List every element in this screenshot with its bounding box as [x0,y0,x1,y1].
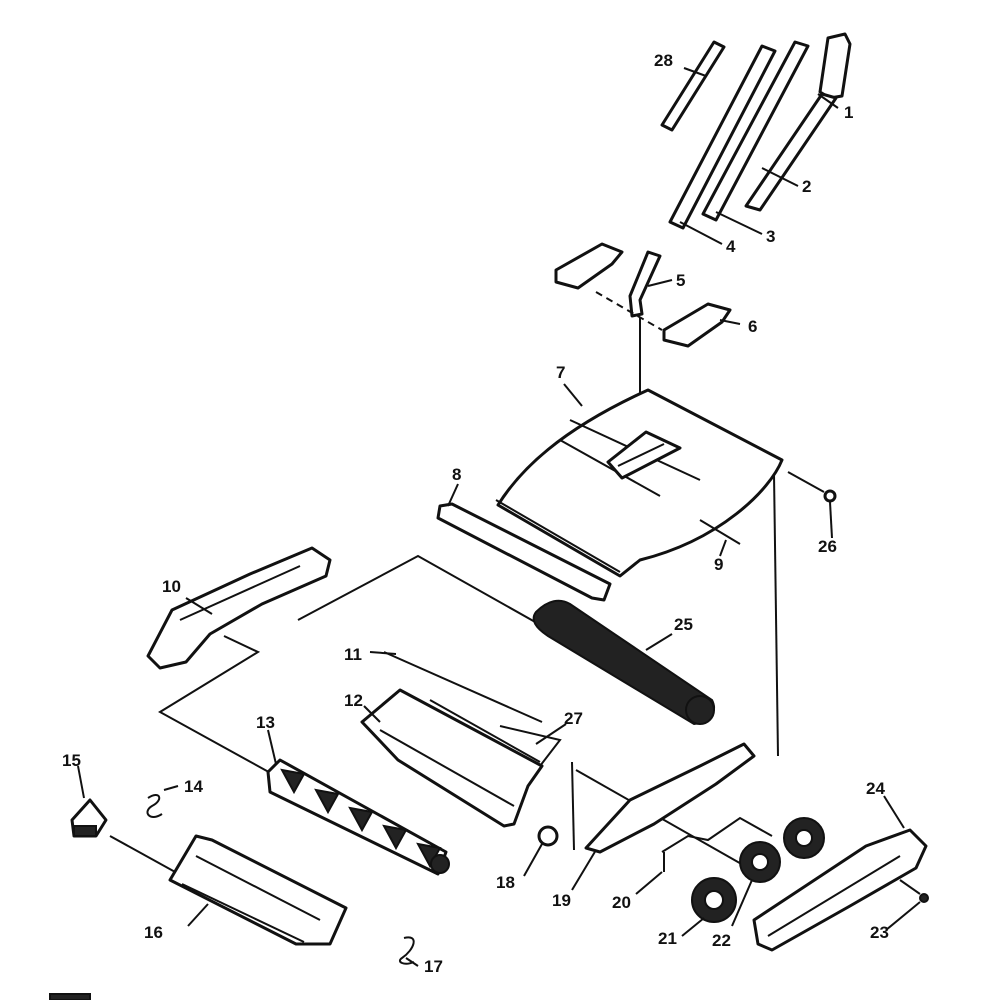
corner-brush-part-15 [70,798,108,838]
callout-12: 12 [344,691,363,710]
left-pedal-part-6a [554,242,624,290]
right-end-cap-part-24 [752,828,928,952]
brush-carrier-part-12 [360,688,544,828]
handle-bracket-part-5 [628,250,662,318]
callout-27: 27 [564,709,583,728]
handle-grip-part-1 [744,32,852,212]
callout-4: 4 [726,237,736,256]
screw-part-26 [787,471,837,503]
callout-5: 5 [676,271,685,290]
callout-17: 17 [424,957,443,976]
leader-lines [77,67,921,967]
callout-3: 3 [766,227,775,246]
callout-19: 19 [552,891,571,910]
upper-handle-tube-part-2 [701,40,810,222]
callout-18: 18 [496,873,515,892]
callout-15: 15 [62,751,81,770]
callout-14: 14 [184,777,203,796]
callout-28: 28 [654,51,673,70]
callout-6: 6 [748,317,757,336]
middle-handle-tube-part-3 [668,44,777,230]
callout-16: 16 [144,923,163,942]
spring-part-14 [146,785,179,818]
callout-21: 21 [658,929,677,948]
callout-11: 11 [344,645,362,664]
hood-trim-strip-part-8 [436,502,612,602]
callout-1: 1 [844,103,853,122]
callout-22: 22 [712,931,731,950]
callout-8: 8 [452,465,461,484]
hood-cover-part-7 [495,388,784,578]
agitator-part-13 [266,758,450,876]
callout-25: 25 [674,615,693,634]
shaft-rod-part-11 [383,651,543,723]
wheel-axle-bracket-part-20 [661,816,773,872]
brush-roll-part-25 [532,599,715,726]
wheel-part-22 [739,841,781,883]
callout-20: 20 [612,893,631,912]
spring-part-17 [398,936,415,965]
pivot-pin-part-9 [699,519,741,545]
dirt-pan-part-16 [168,834,348,946]
callout-26: 26 [818,537,837,556]
washer-part-18 [537,825,559,847]
cord-part-28 [660,40,726,132]
callout-24: 24 [866,779,885,798]
corner-mark [49,993,91,1000]
wheel-part-21 [691,877,737,923]
brush-strip-part-27 [499,725,562,767]
left-end-frame-part-10 [146,546,332,670]
callout-10: 10 [162,577,181,596]
right-pedal-part-6 [662,302,732,348]
callout-9: 9 [714,555,723,574]
right-side-frame-part-19 [584,742,756,854]
callout-13: 13 [256,713,275,732]
callout-2: 2 [802,177,811,196]
wheel-part-22b [783,817,825,859]
callout-7: 7 [556,363,565,382]
callout-23: 23 [870,923,889,942]
screw-part-23 [899,879,929,903]
